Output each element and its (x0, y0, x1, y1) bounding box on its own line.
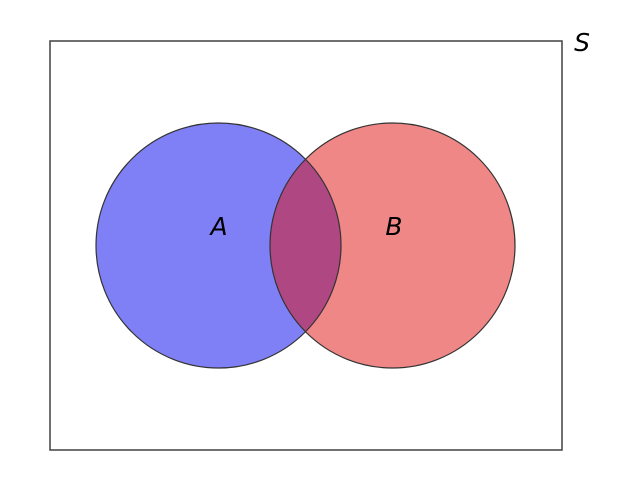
universe-label: S (574, 28, 590, 57)
set-a-circle (96, 123, 341, 368)
set-b-label: B (385, 212, 402, 241)
set-b-circle (270, 123, 515, 368)
set-a-label: A (208, 212, 227, 241)
set-a-outline (95, 122, 342, 369)
set-b-outline (269, 122, 516, 369)
